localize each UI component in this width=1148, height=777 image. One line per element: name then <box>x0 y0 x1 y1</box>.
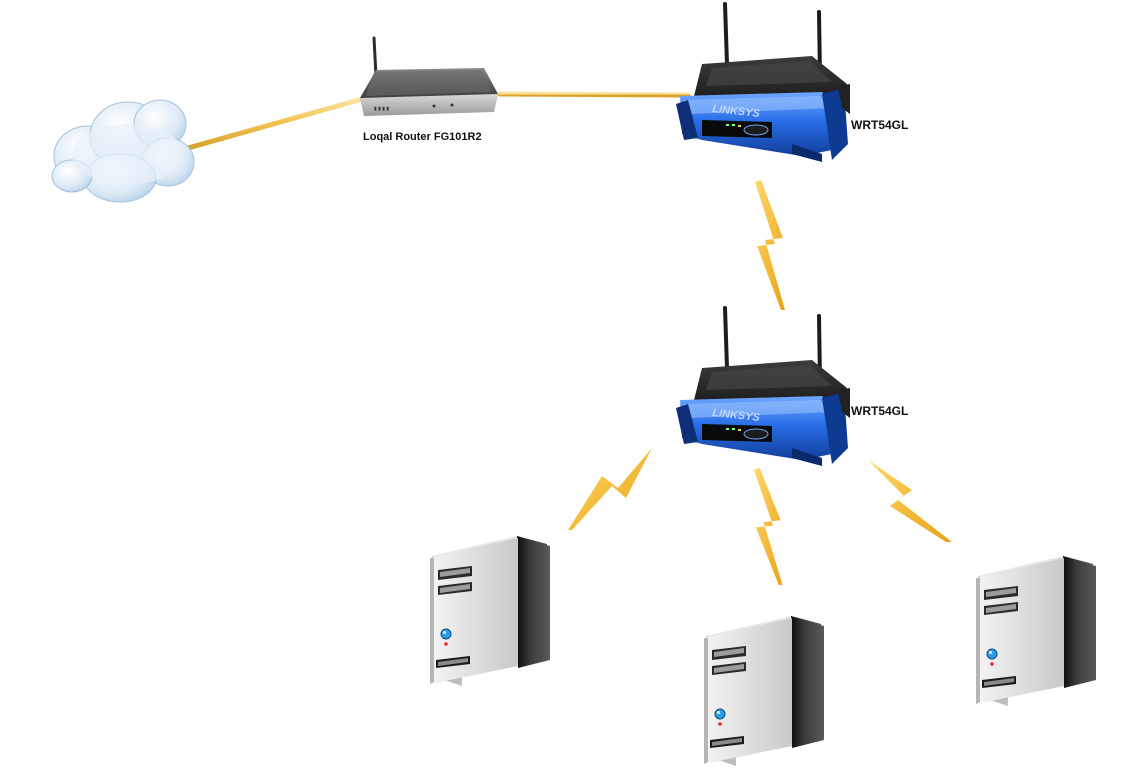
brand-logo-top: LINKSYS <box>712 103 761 120</box>
wrt-bottom-label: WRT54GL <box>851 404 909 418</box>
cloud-icon <box>51 99 195 203</box>
wireless-link-wrt-bottom-to-server-center <box>754 468 783 585</box>
server-tower-icon-left <box>429 535 551 687</box>
svg-text:▮ ▮ ▮ ▮: ▮ ▮ ▮ ▮ <box>374 106 389 112</box>
link-local-router-to-wrt-top <box>497 91 691 98</box>
wireless-link-wrt-bottom-to-server-left <box>568 448 652 530</box>
wireless-link-wrt-top-to-wrt-bottom <box>755 180 785 310</box>
server-tower-icon-center <box>703 615 825 767</box>
server-tower-icon-right <box>975 555 1097 707</box>
wireless-link-wrt-bottom-to-server-right <box>868 460 952 542</box>
wrt-top-label: WRT54GL <box>851 118 909 132</box>
brand-logo-bottom: LINKSYS <box>712 407 761 424</box>
wireless-router-icon-bottom: LINKSYS <box>674 306 852 468</box>
link-internet-to-local-router <box>185 96 365 151</box>
wireless-router-icon-top: LINKSYS <box>674 2 852 164</box>
local-router-label: Loqal Router FG101R2 <box>363 131 482 143</box>
router-icon: ▮ ▮ ▮ ▮ <box>360 36 498 116</box>
